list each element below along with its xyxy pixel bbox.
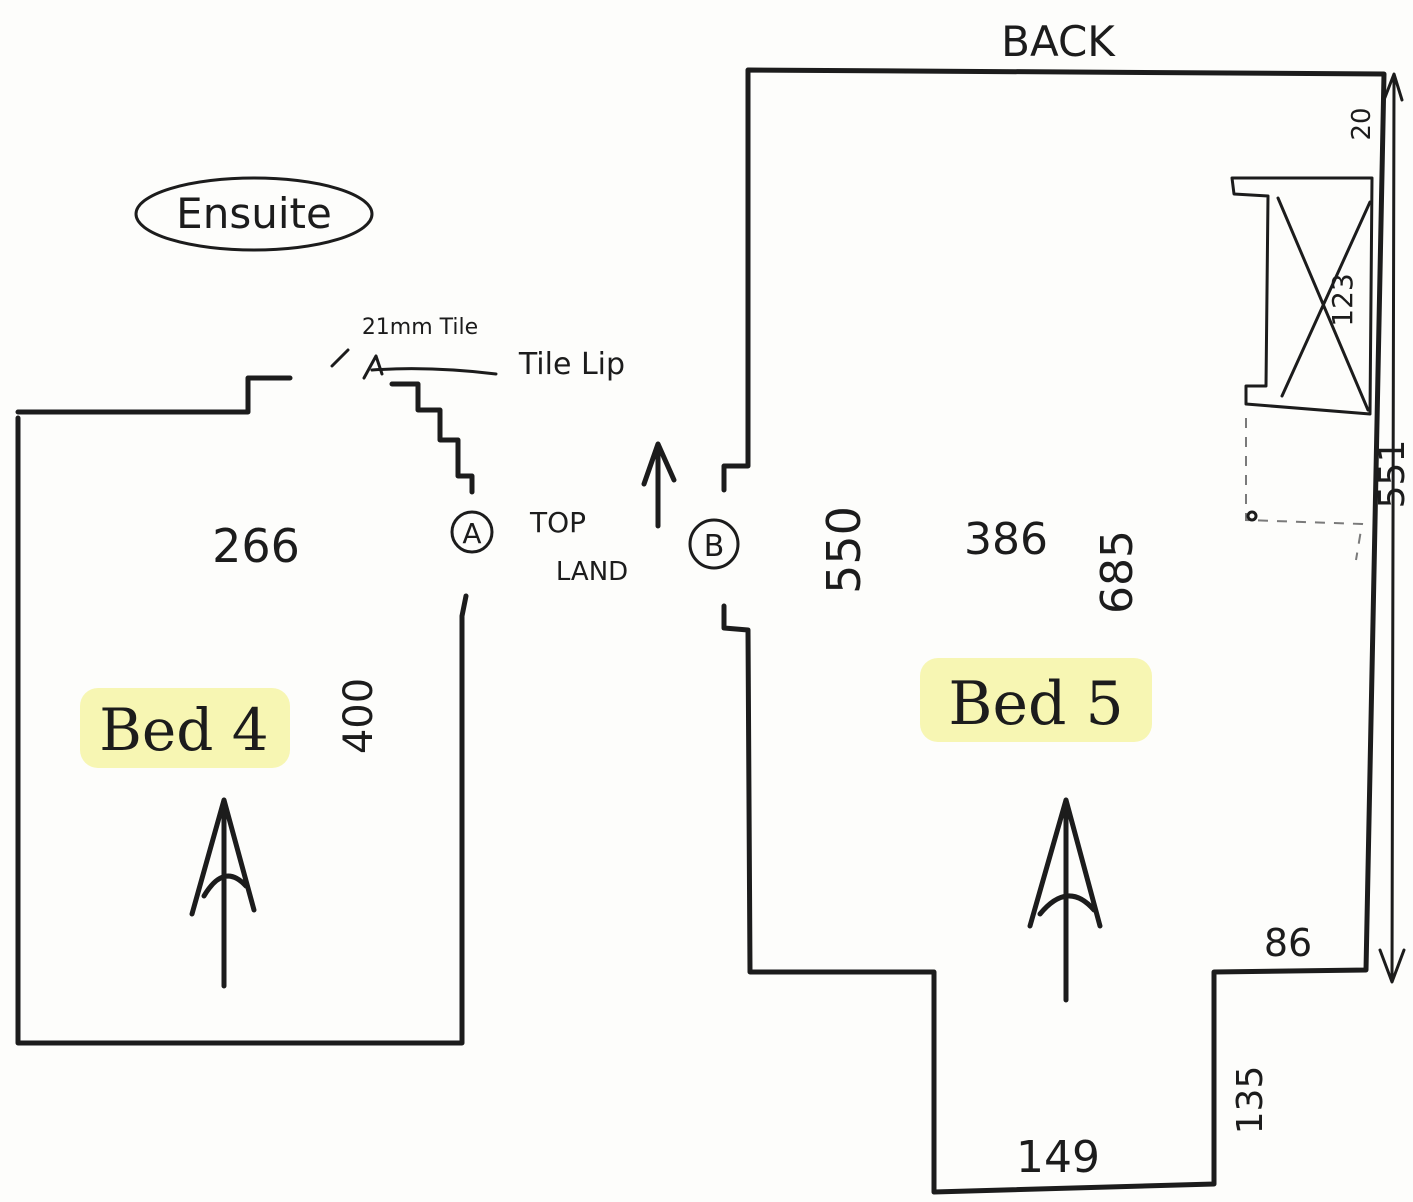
bed4-depth-dimension: 400 [336, 678, 382, 754]
wardrobe-outline [1230, 176, 1374, 416]
right-dimension-arrowhead-bottom-icon [1378, 948, 1406, 984]
wardrobe-dashed-extension [1245, 418, 1364, 561]
bed5-depth-dimension-2: 685 [1092, 530, 1143, 614]
bed5-width-dimension: 386 [964, 514, 1048, 565]
bed5-label: Bed 5 [948, 669, 1123, 739]
bed4-wall-outline [15, 375, 475, 1046]
marker-b-label: B [704, 529, 725, 564]
dashed-end-dot [1246, 510, 1258, 522]
bay-depth-dimension: 135 [1230, 1066, 1271, 1135]
back-label: BACK [1001, 17, 1116, 66]
wardrobe-length-dimension: 123 [1326, 273, 1359, 326]
wardrobe-cross-icon [1276, 196, 1372, 412]
top-land-label-line2: LAND [556, 557, 628, 587]
marker-b-circle [688, 518, 740, 570]
bed5-direction-arrow-icon [1027, 797, 1103, 1003]
bed5-depth-dimension-1: 550 [817, 506, 871, 594]
tile-lip-leader [330, 348, 498, 376]
ensuite-label: Ensuite [176, 189, 332, 238]
bed5-wall-outline [721, 67, 1387, 1195]
right-dimension-line [1390, 78, 1396, 982]
right-dimension-arrowhead-top-icon [1382, 72, 1404, 102]
bay-offset-dimension: 86 [1264, 921, 1312, 965]
tile-thickness-label: 21mm Tile [362, 315, 478, 340]
bed4-width-dimension: 266 [212, 519, 300, 573]
bay-width-dimension: 149 [1016, 1132, 1100, 1183]
right-wall-total-dimension: 551 [1372, 440, 1413, 509]
bed5-highlight [920, 658, 1152, 742]
bed4-label: Bed 4 [99, 696, 268, 764]
bed4-direction-arrow-icon [189, 797, 257, 989]
marker-a-circle [450, 510, 494, 554]
landing-direction-arrow-icon [641, 441, 677, 529]
marker-a-label: A [462, 517, 481, 550]
top-land-label-line1: TOP [529, 506, 586, 539]
ensuite-outline [134, 176, 374, 252]
tile-lip-label: Tile Lip [518, 347, 625, 382]
bed4-highlight [80, 688, 290, 768]
wardrobe-depth-dimension: 20 [1347, 107, 1377, 140]
tile-lip-arrow-icon [362, 354, 384, 380]
